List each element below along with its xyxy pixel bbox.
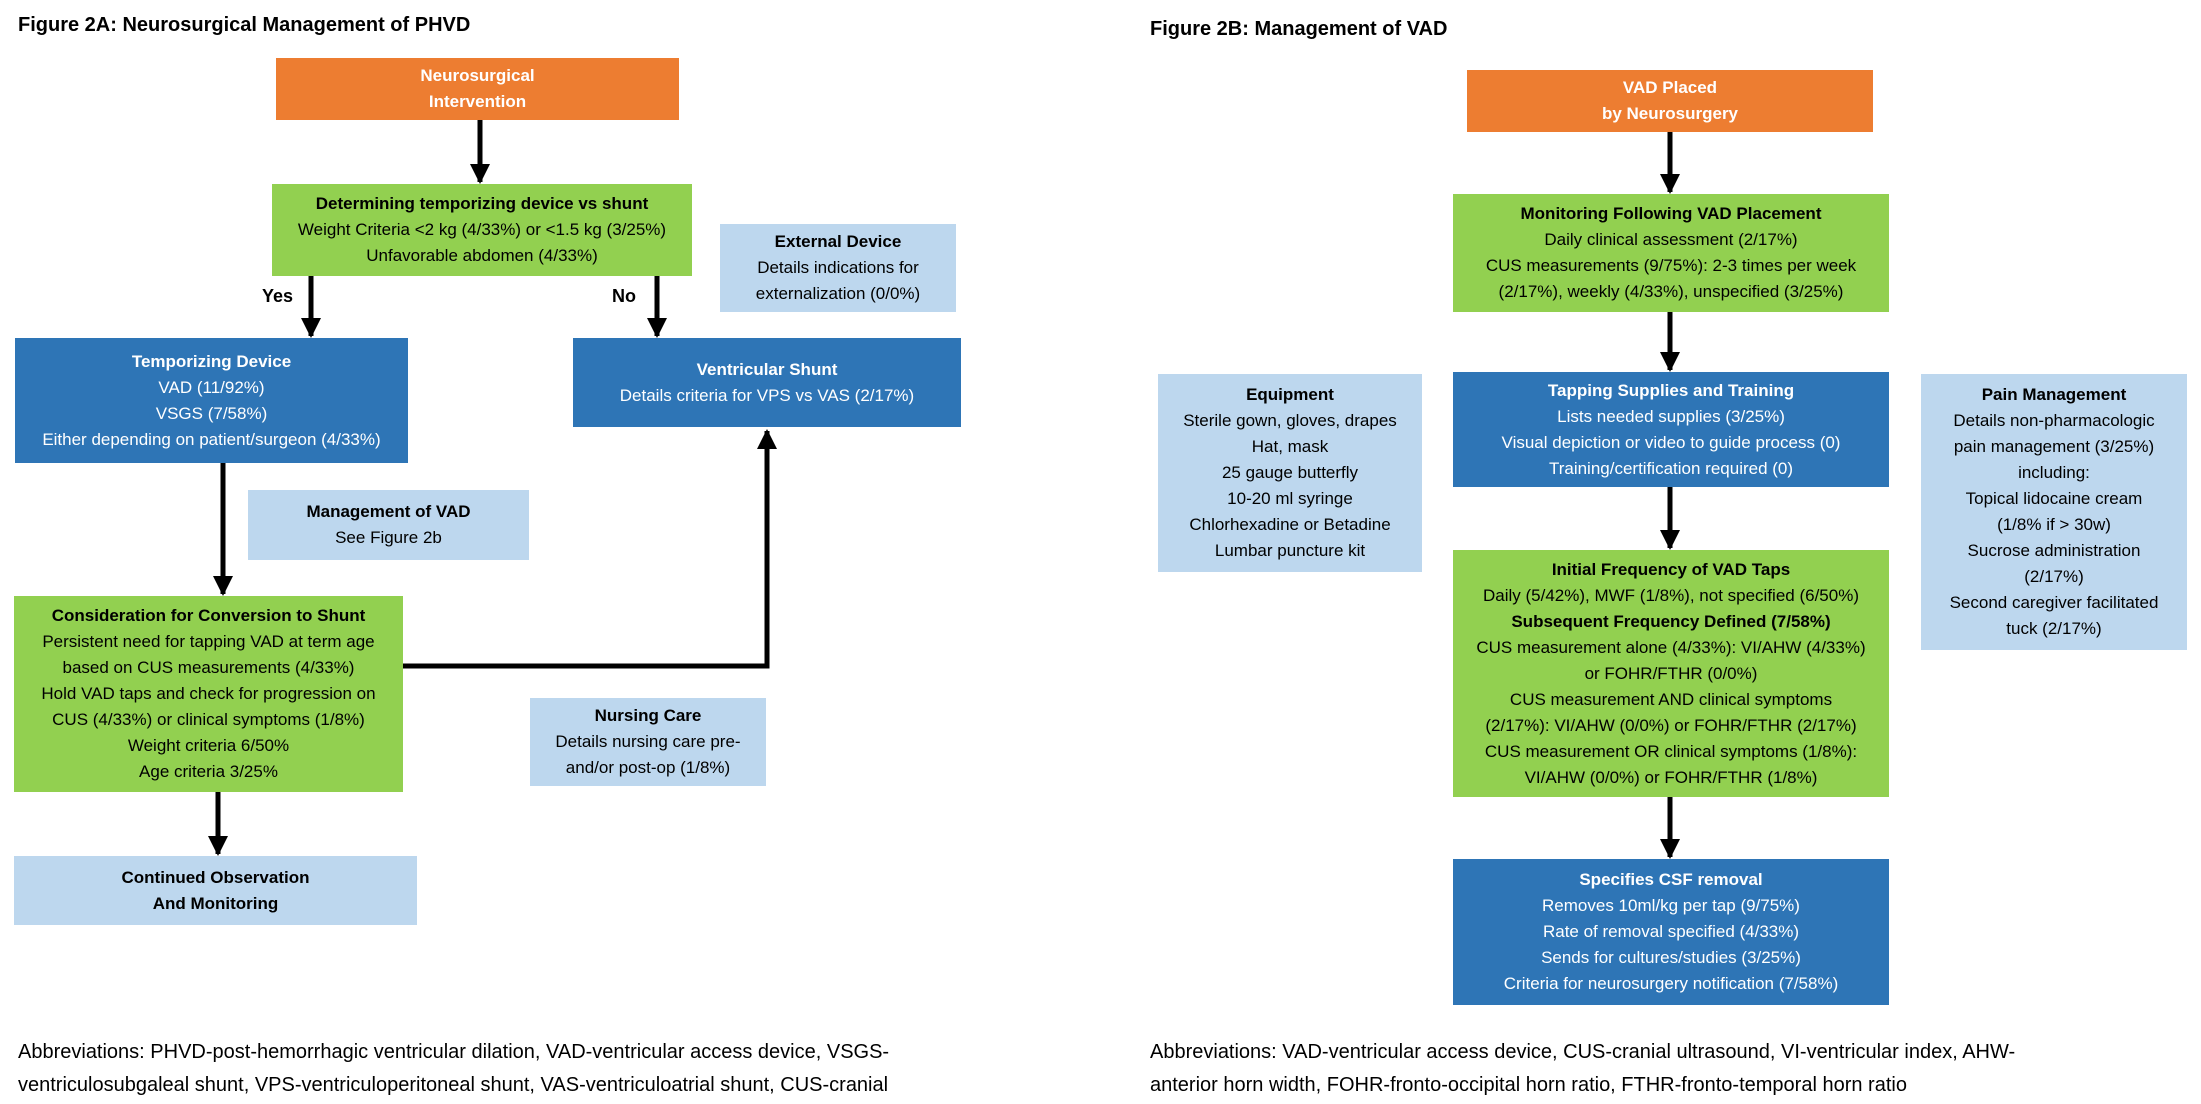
pain-line-1: Details non-pharmacologic bbox=[1953, 411, 2155, 430]
monitoring-box: Monitoring Following VAD Placement Daily… bbox=[1453, 194, 1889, 312]
monitoring-line-3: (2/17%), weekly (4/33%), unspecified (3/… bbox=[1498, 282, 1844, 301]
conversion-line-3: Hold VAD taps and check for progression … bbox=[41, 684, 376, 703]
csf-line-4: Criteria for neurosurgery notification (… bbox=[1503, 974, 1839, 993]
temporizing-title: Temporizing Device bbox=[131, 351, 292, 371]
figure-2a-abbreviations: Abbreviations: PHVD-post-hemorrhagic ven… bbox=[18, 1036, 1128, 1102]
tapping-line-1: Lists needed supplies (3/25%) bbox=[1557, 406, 1785, 426]
frequency-line-4: CUS measurement AND clinical symptoms bbox=[1509, 689, 1833, 709]
conversion-line-5: Weight criteria 6/50% bbox=[127, 736, 290, 755]
intervention-line-2: Intervention bbox=[428, 92, 527, 111]
conversion-line-4: CUS (4/33%) or clinical symptoms (1/8%) bbox=[52, 710, 365, 729]
determine-line-2: Unfavorable abdomen (4/33%) bbox=[366, 246, 598, 265]
pain-line-3: including: bbox=[2018, 463, 2090, 482]
ventricular-shunt-box: Ventricular Shunt Details criteria for V… bbox=[573, 338, 961, 427]
equipment-box: Equipment Sterile gown, gloves, drapes H… bbox=[1158, 374, 1422, 572]
placed-line-1: VAD Placed bbox=[1622, 78, 1718, 97]
pain-line-8: Second caregiver facilitated bbox=[1949, 593, 2159, 612]
frequency-line-5: (2/17%): VI/AHW (0/0%) or FOHR/FTHR (2/1… bbox=[1485, 715, 1857, 735]
pain-management-box: Pain Management Details non-pharmacologi… bbox=[1921, 374, 2187, 650]
tapping-title: Tapping Supplies and Training bbox=[1547, 380, 1795, 400]
equipment-line-2: Hat, mask bbox=[1251, 437, 1329, 456]
equipment-line-4: 10-20 ml syringe bbox=[1227, 489, 1353, 508]
pain-line-7: (2/17%) bbox=[2024, 567, 2084, 586]
frequency-line-7: VI/AHW (0/0%) or FOHR/FTHR (1/8%) bbox=[1524, 767, 1818, 787]
external-line-2: externalization (0/0%) bbox=[755, 284, 921, 303]
frequency-line-6: CUS measurement OR clinical symptoms (1/… bbox=[1484, 741, 1858, 761]
abbr-b-line-1: Abbreviations: VAD-ventricular access de… bbox=[1150, 1041, 2016, 1063]
monitoring-line-2: CUS measurements (9/75%): 2-3 times per … bbox=[1485, 256, 1857, 275]
determine-title: Determining temporizing device vs shunt bbox=[315, 194, 649, 213]
temporizing-line-2: VSGS (7/58%) bbox=[155, 403, 268, 423]
csf-line-2: Rate of removal specified (4/33%) bbox=[1542, 922, 1800, 941]
csf-removal-box: Specifies CSF removal Removes 10ml/kg pe… bbox=[1453, 859, 1889, 1005]
observation-line-2: And Monitoring bbox=[152, 893, 279, 913]
equipment-title: Equipment bbox=[1246, 385, 1334, 404]
neurosurgical-intervention-box: Neurosurgical Intervention bbox=[276, 58, 679, 120]
management-of-vad-box: Management of VAD See Figure 2b bbox=[248, 490, 529, 560]
pain-title: Pain Management bbox=[1981, 385, 2127, 404]
mgmt-vad-title: Management of VAD bbox=[306, 502, 471, 521]
determine-line-1: Weight Criteria <2 kg (4/33%) or <1.5 kg… bbox=[297, 220, 667, 239]
arrow-conversion-to-shunt bbox=[403, 429, 777, 669]
tapping-supplies-box: Tapping Supplies and Training Lists need… bbox=[1453, 372, 1889, 487]
frequency-box: Initial Frequency of VAD Taps Daily (5/4… bbox=[1453, 550, 1889, 797]
abbr-b-line-2: anterior horn width, FOHR-fronto-occipit… bbox=[1150, 1074, 1907, 1096]
pain-line-9: tuck (2/17%) bbox=[2006, 619, 2102, 638]
conversion-title: Consideration for Conversion to Shunt bbox=[51, 606, 366, 625]
placed-line-2: by Neurosurgery bbox=[1601, 104, 1739, 123]
nursing-line-2: and/or post-op (1/8%) bbox=[565, 758, 731, 777]
equipment-line-1: Sterile gown, gloves, drapes bbox=[1183, 411, 1397, 430]
mgmt-vad-line-1: See Figure 2b bbox=[335, 528, 442, 547]
pain-line-4: Topical lidocaine cream bbox=[1965, 489, 2143, 508]
temporizing-line-3: Either depending on patient/surgeon (4/3… bbox=[42, 429, 381, 449]
equipment-line-5: Chlorhexadine or Betadine bbox=[1189, 515, 1391, 534]
pain-line-5: (1/8% if > 30w) bbox=[1997, 515, 2111, 534]
conversion-line-2: based on CUS measurements (4/33%) bbox=[62, 658, 355, 677]
monitoring-title: Monitoring Following VAD Placement bbox=[1520, 204, 1822, 223]
vad-placed-box: VAD Placed by Neurosurgery bbox=[1467, 70, 1873, 132]
determine-device-box: Determining temporizing device vs shunt … bbox=[272, 184, 692, 276]
observation-line-1: Continued Observation bbox=[121, 867, 310, 887]
conversion-to-shunt-box: Consideration for Conversion to Shunt Pe… bbox=[14, 596, 403, 792]
abbr-a-line-2: ventriculosubgaleal shunt, VPS-ventricul… bbox=[18, 1074, 889, 1096]
yes-label: Yes bbox=[262, 286, 294, 306]
frequency-subtitle: Subsequent Frequency Defined (7/58%) bbox=[1511, 611, 1831, 631]
intervention-line-1: Neurosurgical bbox=[420, 66, 535, 85]
conversion-line-6: Age criteria 3/25% bbox=[139, 762, 278, 781]
frequency-line-1: Daily (5/42%), MWF (1/8%), not specified… bbox=[1482, 585, 1859, 605]
continued-observation-box: Continued Observation And Monitoring bbox=[14, 856, 417, 925]
csf-line-3: Sends for cultures/studies (3/25%) bbox=[1541, 948, 1801, 967]
temporizing-device-box: Temporizing Device VAD (11/92%) VSGS (7/… bbox=[15, 338, 408, 463]
figure-2a-title: Figure 2A: Neurosurgical Management of P… bbox=[18, 14, 471, 36]
frequency-title: Initial Frequency of VAD Taps bbox=[1551, 559, 1791, 579]
external-title: External Device bbox=[774, 232, 902, 251]
figure-2b-abbreviations: Abbreviations: VAD-ventricular access de… bbox=[1150, 1036, 2190, 1102]
frequency-line-3: or FOHR/FTHR (0/0%) bbox=[1584, 663, 1758, 683]
frequency-line-2: CUS measurement alone (4/33%): VI/AHW (4… bbox=[1476, 637, 1866, 657]
shunt-title: Ventricular Shunt bbox=[696, 359, 838, 379]
csf-line-1: Removes 10ml/kg per tap (9/75%) bbox=[1542, 896, 1800, 915]
external-line-1: Details indications for bbox=[757, 258, 919, 277]
tapping-line-2: Visual depiction or video to guide proce… bbox=[1501, 432, 1841, 452]
monitoring-line-1: Daily clinical assessment (2/17%) bbox=[1544, 230, 1798, 249]
tapping-line-3: Training/certification required (0) bbox=[1548, 458, 1794, 478]
nursing-title: Nursing Care bbox=[594, 706, 702, 725]
temporizing-line-1: VAD (11/92%) bbox=[158, 377, 265, 397]
figure-2b-title: Figure 2B: Management of VAD bbox=[1150, 18, 1448, 40]
shunt-line-1: Details criteria for VPS vs VAS (2/17%) bbox=[619, 385, 915, 405]
abbr-a-line-1: Abbreviations: PHVD-post-hemorrhagic ven… bbox=[18, 1041, 890, 1063]
csf-title: Specifies CSF removal bbox=[1579, 870, 1763, 889]
no-label: No bbox=[612, 286, 636, 306]
equipment-line-6: Lumbar puncture kit bbox=[1214, 541, 1366, 560]
nursing-line-1: Details nursing care pre- bbox=[555, 732, 741, 751]
pain-line-2: pain management (3/25%) bbox=[1953, 437, 2155, 456]
equipment-line-3: 25 gauge butterfly bbox=[1221, 463, 1359, 482]
conversion-line-1: Persistent need for tapping VAD at term … bbox=[42, 632, 375, 651]
pain-line-6: Sucrose administration bbox=[1967, 541, 2141, 560]
external-device-box: External Device Details indications for … bbox=[720, 224, 956, 312]
nursing-care-box: Nursing Care Details nursing care pre- a… bbox=[530, 698, 766, 786]
